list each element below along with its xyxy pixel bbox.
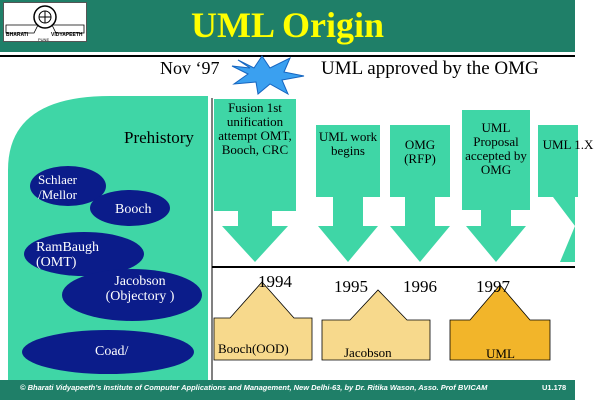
- footer-text: © Bharati Vidyapeeth’s Institute of Comp…: [20, 383, 488, 392]
- year-label: 1995: [334, 277, 368, 296]
- milestone-label: Fusion 1st unification attempt OMT, Booc…: [218, 100, 292, 157]
- prehistory-label: Prehistory: [124, 128, 194, 147]
- logo-city-text: PUNE: [38, 37, 50, 42]
- year-label: 1997: [476, 277, 510, 296]
- footer-bar: [0, 380, 575, 400]
- milestone-label: OMG (RFP): [404, 137, 436, 166]
- milestone-arrows: [214, 99, 578, 262]
- method-label: Coad/: [95, 344, 129, 359]
- method-label: Jacobson (Objectory ): [105, 274, 175, 304]
- milestone-label: UML Proposal accepted by OMG: [465, 120, 527, 177]
- title-bar: [0, 0, 575, 52]
- institute-logo: BHARATI VIDYAPEETH PUNE: [3, 2, 87, 42]
- lower-item-label: Booch(OOD): [218, 341, 289, 356]
- logo-left-text: BHARATI: [6, 32, 29, 38]
- method-label: Schlaer /Mellor: [38, 172, 77, 202]
- year-label: 1994: [258, 272, 292, 291]
- slide-title: UML Origin: [190, 5, 384, 45]
- slide-number: U1.178: [542, 383, 567, 392]
- method-ellipses: [22, 166, 202, 374]
- method-label: RamBaugh (OMT): [36, 240, 99, 270]
- diagram-shapes: [8, 96, 578, 380]
- lower-item-label: Jacobson: [344, 345, 392, 360]
- year-label: 1996: [403, 277, 437, 296]
- lower-arrows: [213, 281, 551, 361]
- starburst-icon: [231, 55, 305, 96]
- top-note: UML approved by the OMG: [321, 58, 539, 79]
- lower-item-label: UML: [486, 346, 515, 361]
- logo-right-text: VIDYAPEETH: [51, 32, 83, 38]
- emblem-icon: [5, 5, 85, 34]
- title-divider: [0, 55, 575, 57]
- method-label: Booch: [115, 202, 152, 217]
- milestone-label: UML 1.X: [542, 137, 594, 152]
- milestone-label: UML work begins: [318, 129, 378, 158]
- top-date: Nov ‘97: [160, 58, 220, 78]
